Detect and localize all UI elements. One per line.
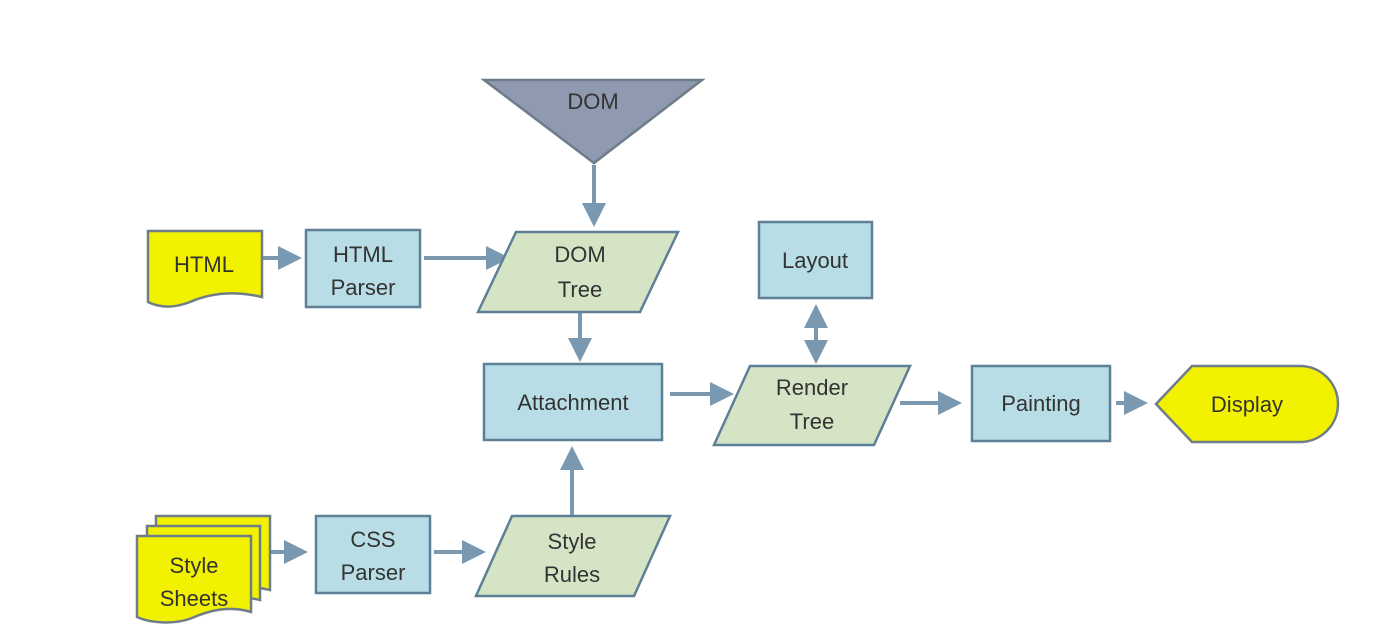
node-html-parser: HTML Parser [304,228,422,309]
style-sheets-label-line2: Sheets [160,586,229,611]
display-label: Display [1211,392,1283,417]
node-layout: Layout [757,220,874,300]
html-parser-box [304,228,422,309]
attachment-box [482,362,664,442]
painting-label: Painting [1001,391,1081,416]
painting-box [970,364,1112,443]
node-style-rules: Style Rules [474,514,672,598]
html-label: HTML [174,252,234,277]
node-painting: Painting [970,364,1112,443]
css-parser-label-line2: Parser [341,560,406,585]
dom-triangle-shape [480,78,706,165]
node-html: HTML [146,229,264,308]
edges [262,165,1148,564]
style-rules-label-line1: Style [548,529,597,554]
dom-tree-label-line1: DOM [554,242,605,267]
html-document-shape [146,229,264,308]
layout-box [757,220,874,300]
dom-label: DOM [567,89,618,114]
node-display: Display [1154,364,1340,444]
node-dom: DOM [480,78,706,165]
css-parser-label-line1: CSS [350,527,395,552]
node-css-parser: CSS Parser [314,514,432,595]
layout-label: Layout [782,248,848,273]
node-dom-tree: DOM Tree [476,230,680,314]
display-shape [1154,364,1340,444]
css-parser-box [314,514,432,595]
node-style-sheets: Style Sheets [135,514,272,624]
style-rules-parallelogram [474,514,672,598]
style-sheets-label-line1: Style [170,553,219,578]
html-parser-label-line1: HTML [333,242,393,267]
render-tree-label-line2: Tree [790,409,834,434]
node-attachment: Attachment [482,362,664,442]
dom-tree-label-line2: Tree [558,277,602,302]
render-tree-parallelogram [712,364,912,447]
node-render-tree: Render Tree [712,364,912,447]
render-tree-label-line1: Render [776,375,848,400]
attachment-label: Attachment [517,390,628,415]
html-parser-label-line2: Parser [331,275,396,300]
dom-tree-parallelogram [476,230,680,314]
style-rules-label-line2: Rules [544,562,600,587]
style-sheets-front-page [135,534,253,624]
